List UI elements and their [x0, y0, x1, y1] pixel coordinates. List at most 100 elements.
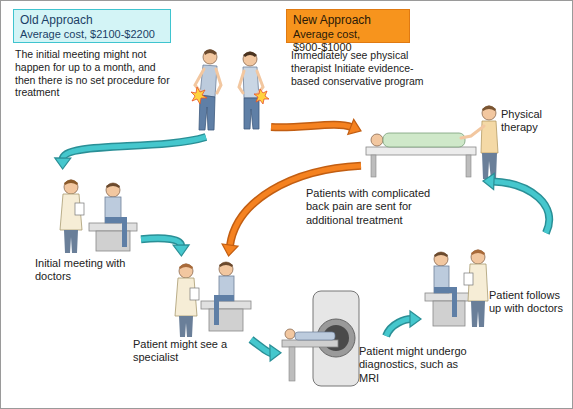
- patient-on-exam-table: [106, 183, 120, 188]
- therapist-figure: [482, 106, 496, 112]
- therapy-bed: [371, 134, 383, 146]
- patient-on-exam-table: [425, 293, 473, 301]
- therapist-figure: [461, 126, 484, 138]
- arrow-body: [251, 339, 271, 353]
- arrow-head: [270, 345, 281, 361]
- arrow-head: [483, 173, 494, 189]
- arrow-outline: [271, 125, 352, 128]
- back-pain-figure: [243, 52, 257, 58]
- mri-scanner: [295, 332, 335, 340]
- doctor-figure: [179, 316, 193, 337]
- patient-on-exam-table: [219, 262, 233, 276]
- step-label: Initial meeting with doctors: [35, 257, 139, 284]
- arrow-body: [493, 181, 549, 233]
- patient-on-exam-table: [106, 183, 120, 197]
- arrow-head: [173, 245, 189, 256]
- back-pain-figure: [239, 52, 269, 130]
- step-node: Patient might undergo diagnostics, such …: [281, 336, 477, 396]
- doctor-figure: [175, 264, 199, 338]
- mri-scanner: [282, 291, 359, 386]
- flow-arrow: [141, 238, 189, 256]
- doctor-figure: [60, 180, 84, 254]
- step-label: Physical therapy: [501, 108, 563, 135]
- flow-arrow: [271, 119, 361, 134]
- doctor-figure: [179, 264, 193, 270]
- arrow-head: [410, 311, 421, 327]
- therapy-bed: [371, 155, 376, 177]
- flow-arrow: [55, 137, 206, 169]
- mri-scanner: [289, 347, 295, 381]
- patient-on-exam-table: [122, 221, 127, 247]
- edge-label: Patients with complicated back pain are …: [306, 187, 446, 227]
- step-node: Physical therapy: [361, 96, 566, 181]
- patient-on-exam-table: [201, 301, 251, 309]
- therapy-bed: [383, 133, 465, 147]
- therapy-bed: [366, 147, 476, 155]
- box-heading: Old Approach: [20, 13, 168, 28]
- patient-on-exam-table: [452, 291, 457, 317]
- therapist-figure: [482, 106, 496, 120]
- step-label: Patient might undergo diagnostics, such …: [359, 345, 477, 385]
- doctor-figure: [75, 203, 84, 215]
- flow-arrow: [386, 311, 421, 336]
- patient-on-exam-table: [434, 252, 448, 266]
- arrow-body: [271, 125, 352, 128]
- doctor-figure: [64, 230, 78, 253]
- arrow-body: [63, 137, 206, 159]
- back-pain-figure: [239, 71, 244, 93]
- cost-box: New ApproachAverage cost, $900-$1000: [286, 9, 410, 43]
- back-pain-figure: [204, 49, 217, 55]
- arrow-body: [386, 319, 411, 336]
- arrow-head: [55, 158, 71, 169]
- patient-on-exam-table: [433, 301, 465, 326]
- doctor-figure: [64, 180, 78, 186]
- patient-on-exam-table: [89, 223, 137, 231]
- doctor-figure: [464, 250, 488, 328]
- back-pain-figure: [203, 50, 217, 64]
- therapy-bed: [366, 133, 476, 177]
- patient-on-exam-table: [214, 299, 219, 325]
- step-label: Patient follows up with doctors: [489, 289, 569, 316]
- approach-box: Old ApproachAverage cost, $2100-$2200: [13, 9, 225, 137]
- doctor-figure: [179, 264, 193, 278]
- patient-on-exam-table: [89, 183, 137, 251]
- back-pain-figure: [191, 49, 221, 130]
- flow-arrow: [483, 173, 549, 233]
- arrow-head: [348, 119, 361, 134]
- back-pain-figure: [191, 87, 207, 104]
- therapist-figure: [461, 106, 498, 180]
- doctor-figure: [190, 288, 199, 300]
- patient-on-exam-table: [219, 262, 233, 267]
- mri-scanner: [282, 340, 338, 347]
- arrow-head: [222, 244, 238, 256]
- patient-on-exam-table: [434, 252, 448, 257]
- description-text: The initial meeting might not happen for…: [15, 48, 177, 99]
- back-pain-figure: [243, 52, 257, 66]
- arrow-outline: [493, 181, 549, 233]
- doctor-figure: [471, 250, 485, 264]
- step-node: Initial meeting with doctors: [29, 169, 141, 284]
- mri-scanner: [285, 329, 295, 339]
- description-text: Immediately see physical therapist Initi…: [291, 49, 441, 87]
- doctor-figure: [471, 301, 485, 327]
- back-pain-figure: [216, 69, 221, 93]
- doctor-figure: [471, 250, 485, 256]
- arrow-outline: [63, 137, 206, 159]
- step-node: Patient follows up with doctors: [421, 233, 571, 333]
- arrow-outline: [251, 339, 271, 353]
- step-label: Patient might see a specialist: [133, 338, 251, 365]
- doctor-figure: [64, 180, 78, 194]
- patient-on-exam-table: [201, 262, 251, 331]
- back-pain-figure: [199, 95, 215, 130]
- step-node: Patient might see a specialist: [133, 256, 251, 363]
- doctor-figure: [464, 273, 473, 285]
- therapy-bed: [466, 155, 471, 177]
- arrow-outline: [386, 319, 411, 336]
- flow-arrow: [251, 339, 281, 361]
- back-pain-figure: [244, 98, 259, 129]
- patient-on-exam-table: [425, 252, 473, 326]
- cost-text: Average cost, $2100-$2200: [20, 28, 168, 41]
- back-pain-figure: [254, 89, 269, 104]
- box-heading: New Approach: [293, 13, 409, 28]
